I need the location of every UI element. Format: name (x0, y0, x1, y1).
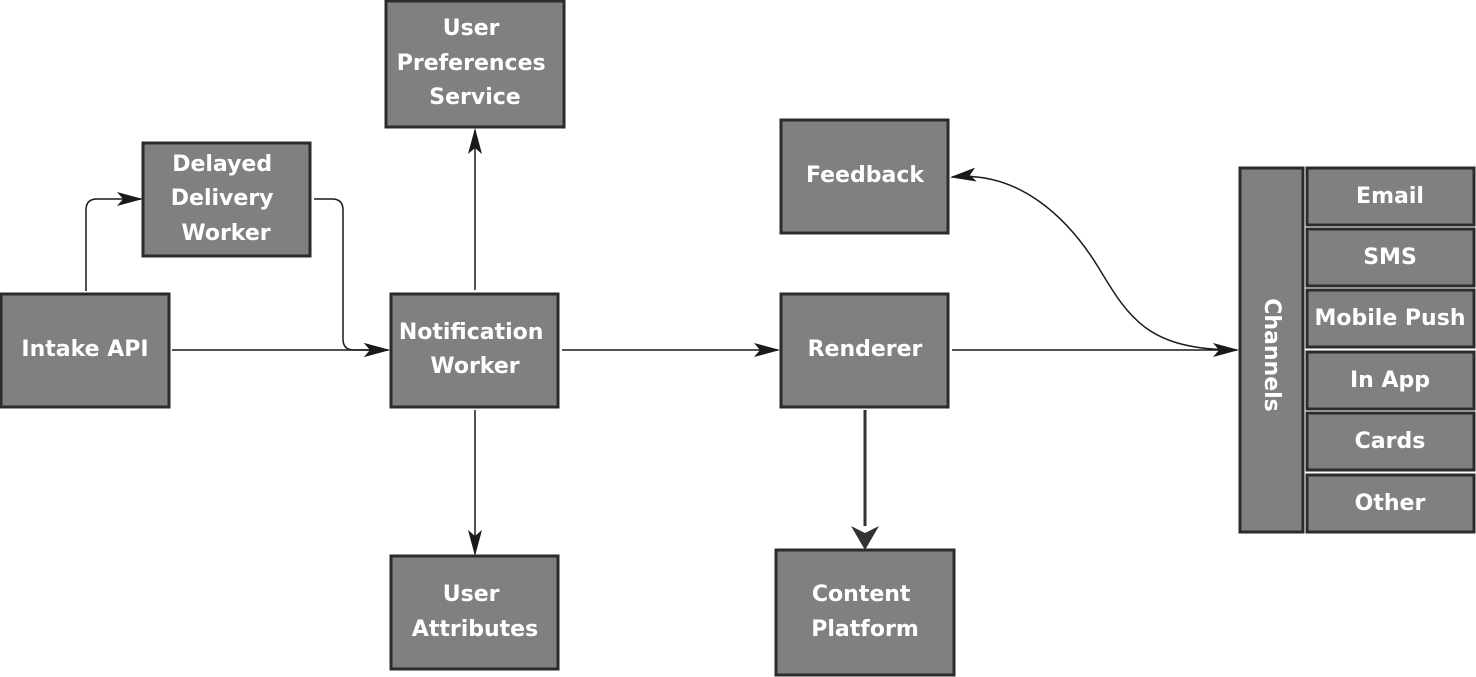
node-label-line: Worker (181, 221, 270, 246)
node-label-line: Attributes (412, 617, 538, 642)
node-label-line: Content (812, 582, 911, 607)
channel-item-label: SMS (1363, 245, 1417, 270)
channel-item-label: Email (1356, 184, 1424, 209)
channel-item-label: Mobile Push (1315, 306, 1466, 331)
edge-renderer-to-content-arrowhead (851, 526, 879, 550)
node-label-line: Service (429, 85, 520, 110)
svg-text:Feedback: Feedback (806, 163, 925, 188)
node-label-line: Platform (811, 617, 919, 642)
channel-item-other[interactable]: Other (1305, 473, 1476, 534)
svg-text:Delayed Delivery W: Delayed Delivery Worker (171, 152, 281, 246)
node-label-line: Feedback (806, 163, 925, 188)
channels-label: Channels (1259, 298, 1284, 412)
node-label-line: Worker (430, 354, 519, 379)
channel-item-email[interactable]: Email (1305, 166, 1476, 227)
channel-item-label: In App (1350, 368, 1430, 393)
svg-text:Renderer: Renderer (808, 337, 923, 362)
channel-item-in-app[interactable]: In App (1305, 350, 1476, 411)
svg-text:Intake API: Intake API (21, 337, 148, 362)
channel-item-label: Cards (1355, 429, 1426, 454)
svg-text:Content Platform: Content Platform (811, 582, 919, 642)
node-delayed-delivery-worker[interactable]: Delayed Delivery Worker (141, 141, 312, 258)
svg-text:User Preferences S: User Preferences Service (397, 16, 554, 110)
channel-item-label: Other (1355, 491, 1426, 516)
node-label-line: Notification (399, 320, 544, 345)
node-label-line: Delivery (171, 186, 274, 211)
node-label-line: Delayed (172, 152, 272, 177)
node-user-attributes[interactable]: User Attributes (389, 554, 560, 671)
edge-intake-to-delayed (85, 192, 143, 291)
node-notification-worker[interactable]: Notification Worker (389, 292, 560, 409)
node-label-line: Renderer (808, 337, 923, 362)
connector-layer (85, 128, 1239, 556)
channel-item-cards[interactable]: Cards (1305, 411, 1476, 472)
node-user-preferences-service[interactable]: User Preferences Service (384, 0, 566, 129)
node-channels[interactable]: Channels (1238, 166, 1305, 534)
node-label-line: User (443, 582, 500, 607)
edge-delayed-to-notification (314, 198, 390, 357)
node-label-line: User (443, 16, 500, 41)
channel-item-mobile-push[interactable]: Mobile Push (1305, 288, 1476, 349)
node-renderer[interactable]: Renderer (779, 292, 950, 409)
node-feedback[interactable]: Feedback (779, 118, 950, 235)
edge-channels-to-feedback (950, 167, 1238, 351)
node-label-line: Intake API (21, 337, 148, 362)
node-label-line: Preferences (397, 51, 546, 76)
channel-item-sms[interactable]: SMS (1305, 227, 1476, 288)
svg-text:Notification Worker: Notification Worker (399, 320, 551, 379)
node-content-platform[interactable]: Content Platform (774, 548, 956, 677)
svg-text:User Attributes: User Attributes (412, 582, 538, 642)
node-intake-api[interactable]: Intake API (0, 292, 171, 409)
